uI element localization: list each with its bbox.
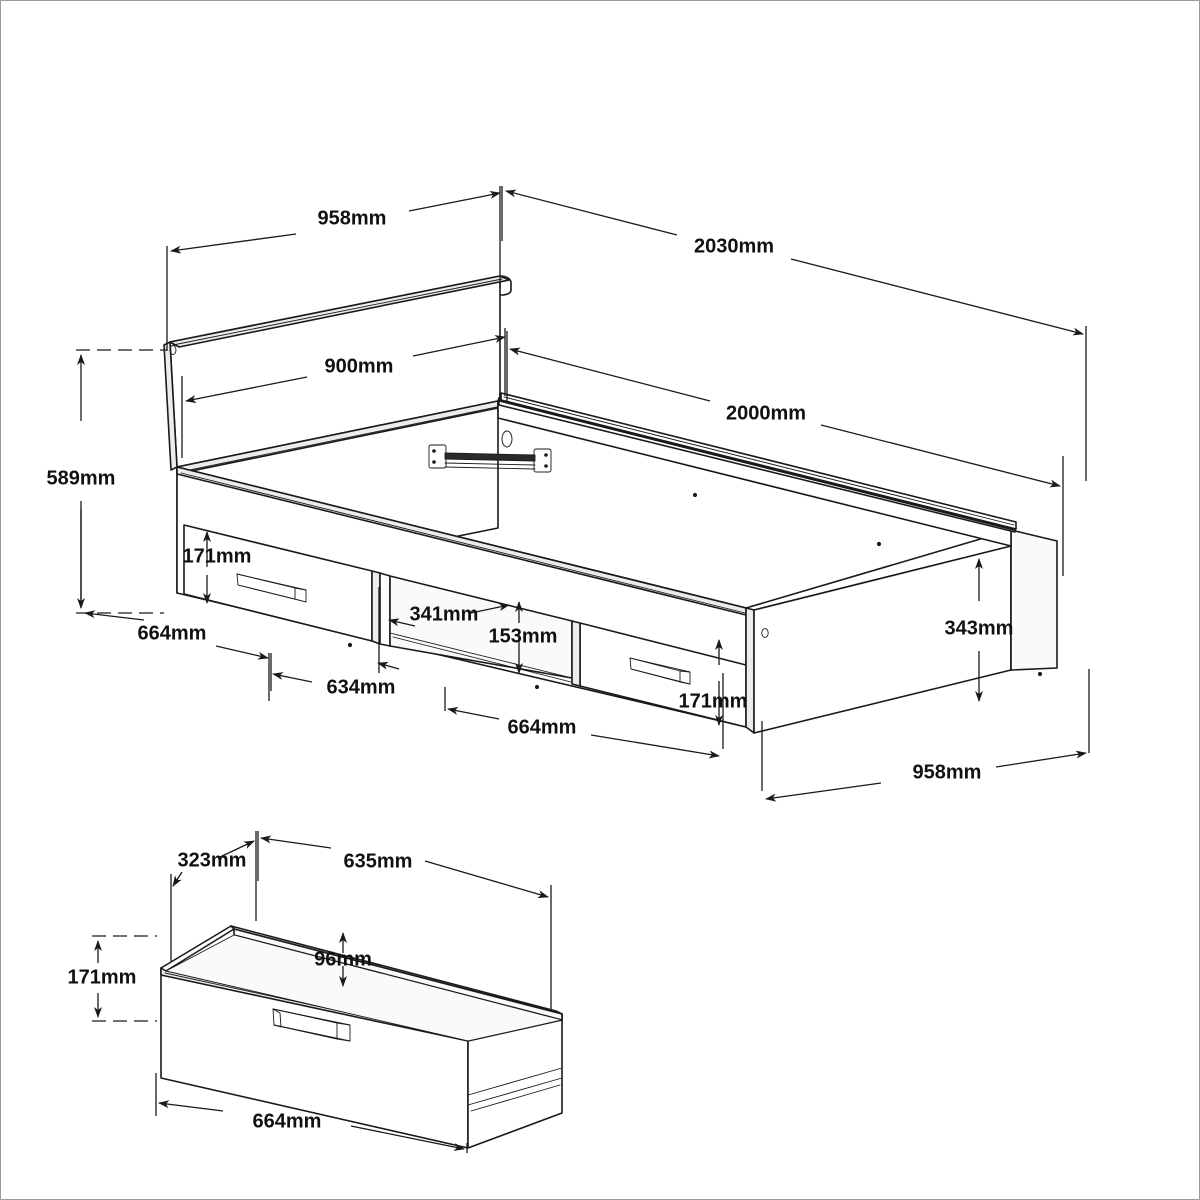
screw-dot [876,541,882,547]
foot-end-top-edge [753,545,1012,611]
screw-dot [534,684,540,690]
dim-2030: 2030mm [501,186,1087,481]
dim-label-96: 96mm [314,948,372,970]
dim-171-drawer: 171mm [68,935,157,1022]
foot-end-panel [745,529,1058,734]
dim-label-343: 343mm [945,617,1014,639]
upper-back-rail-line [503,396,1015,526]
dim-323: 323mm [170,831,257,961]
dim-label-634: 634mm [327,676,396,698]
drawer-runner-line2 [467,1077,563,1106]
dim-171-right: 171mm [679,639,748,726]
dim-label-958-top: 958mm [318,207,387,229]
headboard-cap-end [499,275,512,296]
drawer-right-divider-edge [571,620,581,687]
dim-900: 900mm [181,328,506,458]
bed-dimension-set: 958mm 2030mm 900mm [47,186,1090,802]
dim-label-2000: 2000mm [726,402,806,424]
drawer-dimension-set: 323mm 635mm 171mm 96 [68,831,552,1153]
dim-label-323: 323mm [178,849,247,871]
dim-96: 96mm [314,932,372,987]
base-plinth [183,593,373,642]
dowel-hole-oval [501,430,513,448]
dim-2000: 2000mm [506,331,1064,576]
dim-634: 634mm [270,587,400,698]
bed-rail-bracket [428,444,552,473]
dim-label-589: 589mm [47,467,116,489]
dim-958-top: 958mm [166,186,501,351]
headboard-cap-highlight [172,278,503,346]
screw-hole [761,628,769,638]
bed-isometric-view [163,275,1058,734]
upper-back-rail [500,392,1017,530]
dim-label-664-left: 664mm [138,622,207,644]
dim-664-drawer: 664mm [155,1073,468,1153]
bracket-bar-line2 [444,466,536,470]
dim-171-left: 171mm [183,531,252,604]
drawer-isometric-view [160,925,563,1149]
dim-153: 153mm [489,601,558,674]
screw-dot [1037,671,1043,677]
dim-label-171-drawer: 171mm [68,966,137,988]
screw-dot [692,492,698,498]
dim-664-left: 664mm [80,501,270,701]
screw-dot [347,642,353,648]
dim-label-900: 900mm [325,355,394,377]
dim-589: 589mm [47,349,167,614]
cavity-back-line [389,575,573,622]
dim-label-664-mid: 664mm [508,716,577,738]
drawer-handle-left[interactable] [236,573,307,603]
right-side-panel [1010,529,1058,671]
cavity-shelf-line2 [392,636,572,683]
dim-label-664-drawer: 664mm [253,1110,322,1132]
dim-343: 343mm [945,558,1014,702]
dim-label-2030: 2030mm [694,235,774,257]
front-rail-highlight [180,472,746,614]
dim-label-635: 635mm [344,850,413,872]
divider-inner-face [379,572,391,647]
foot-panel-left-edge [745,607,755,734]
dim-label-171-right: 171mm [679,690,748,712]
dim-label-153: 153mm [489,625,558,647]
dim-label-958-bottom: 958mm [913,761,982,783]
cavity-shelf-line [389,632,573,679]
bracket-bar-line [444,462,536,466]
dim-958-bottom: 958mm [761,669,1090,802]
head-board-highlight [179,406,498,473]
dim-label-171-left: 171mm [183,545,252,567]
bracket-bar [444,452,536,462]
drawer-runner-line3 [470,1084,561,1112]
drawer-handle-right[interactable] [629,657,691,685]
drawer-interior-floor [165,934,563,1042]
dim-label-341: 341mm [410,603,479,625]
plinth-front-line [183,593,373,642]
dowel-hole [169,345,177,355]
dim-341: 341mm [388,603,510,627]
dim-664-mid: 664mm [444,673,724,759]
drawer-bay-front [183,524,747,728]
drawer-runner-line1 [467,1067,563,1096]
dim-635: 635mm [257,831,552,1009]
drawer-detail-handle[interactable] [272,1008,351,1042]
